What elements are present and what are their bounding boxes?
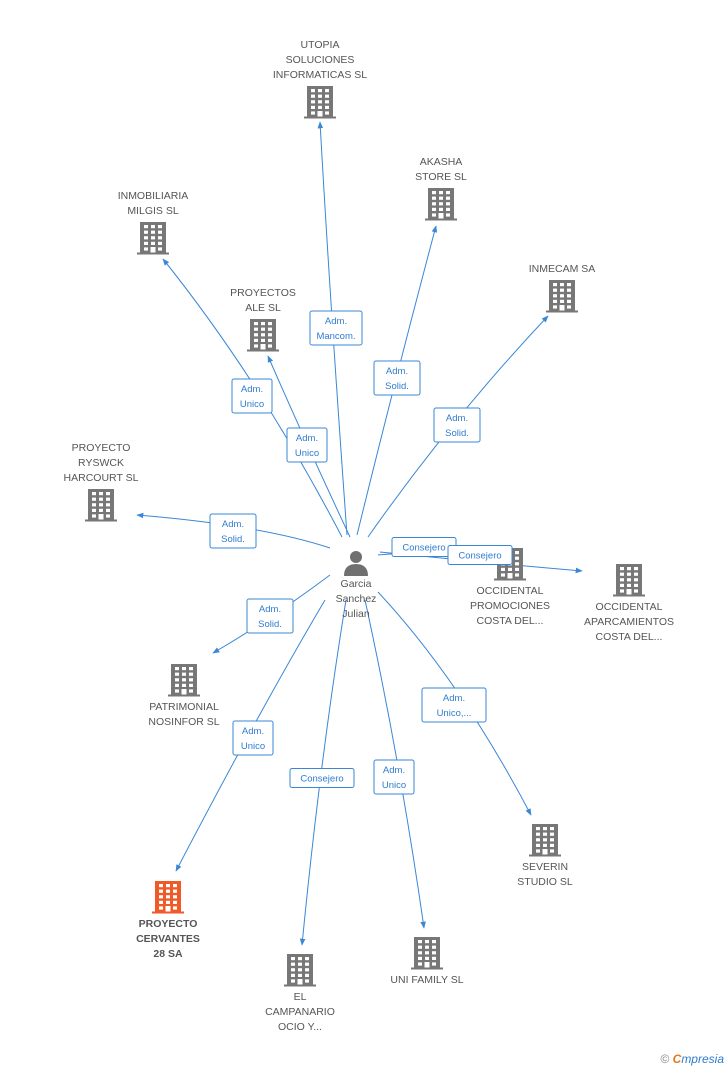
copyright-icon: © (660, 1052, 670, 1066)
relation-label-cervantes: Adm.Unico (232, 720, 274, 756)
building-icon (85, 489, 117, 522)
building-icon (137, 222, 169, 255)
relation-label-akasha: Adm.Solid. (373, 360, 421, 396)
relation-text: Consejero (300, 774, 343, 785)
building-icon (546, 280, 578, 313)
relation-labels-layer: Adm.Mancom.Adm.Solid.Adm.UnicoAdm.Solid.… (209, 310, 513, 795)
building-icon (425, 188, 457, 221)
building-icon (152, 881, 184, 914)
relation-text: Adm.Unico (240, 384, 264, 410)
edges-layer (136, 121, 583, 946)
building-icon (613, 564, 645, 597)
company-node-uni[interactable]: UNI FAMILY SL (390, 937, 464, 986)
relation-label-milgis: Adm.Unico (231, 378, 273, 414)
company-label: UNI FAMILY SL (390, 974, 463, 986)
copyright-footer: © Cmpresia (660, 1052, 724, 1066)
relation-label-uni: Adm.Unico (373, 759, 415, 795)
building-icon (411, 937, 443, 970)
relation-label-ale: Adm.Unico (286, 427, 328, 463)
relation-label-occ_apar: Consejero (447, 545, 513, 565)
relation-text: Adm.Solid. (258, 604, 282, 630)
edge-campanario (299, 599, 347, 946)
relation-text: Consejero (458, 551, 501, 562)
relation-text: Adm.Mancom. (316, 316, 355, 342)
relation-label-patrimonial: Adm.Solid. (246, 598, 294, 634)
brand-logo-initial: C (672, 1052, 682, 1066)
relation-label-utopia: Adm.Mancom. (309, 310, 363, 346)
relation-label-campanario: Consejero (289, 768, 355, 788)
building-icon (168, 664, 200, 697)
brand-logo-text: mpresia (681, 1052, 724, 1066)
building-icon (304, 86, 336, 119)
building-icon (529, 824, 561, 857)
relation-text: Adm.Solid. (385, 366, 409, 392)
relation-label-severin: Adm.Unico,... (421, 687, 487, 723)
relation-text: Adm.Solid. (445, 413, 469, 439)
relation-text: Adm.Unico (295, 433, 319, 459)
building-icon (247, 319, 279, 352)
company-node-inmecam[interactable]: INMECAM SA (529, 263, 596, 313)
company-label: INMECAM SA (529, 263, 596, 275)
relation-label-inmecam: Adm.Solid. (433, 407, 481, 443)
relation-text: Adm.Unico (241, 726, 265, 752)
relation-label-ryswck: Adm.Solid. (209, 513, 257, 549)
person-icon (344, 551, 368, 576)
relation-label-occ_prom: Consejero (391, 537, 457, 557)
building-icon (284, 954, 316, 987)
relation-text: Consejero (402, 543, 445, 554)
relation-text: Adm.Unico (382, 765, 406, 791)
relation-text: Adm.Solid. (221, 519, 245, 545)
relation-text: Adm.Unico,... (437, 693, 472, 719)
